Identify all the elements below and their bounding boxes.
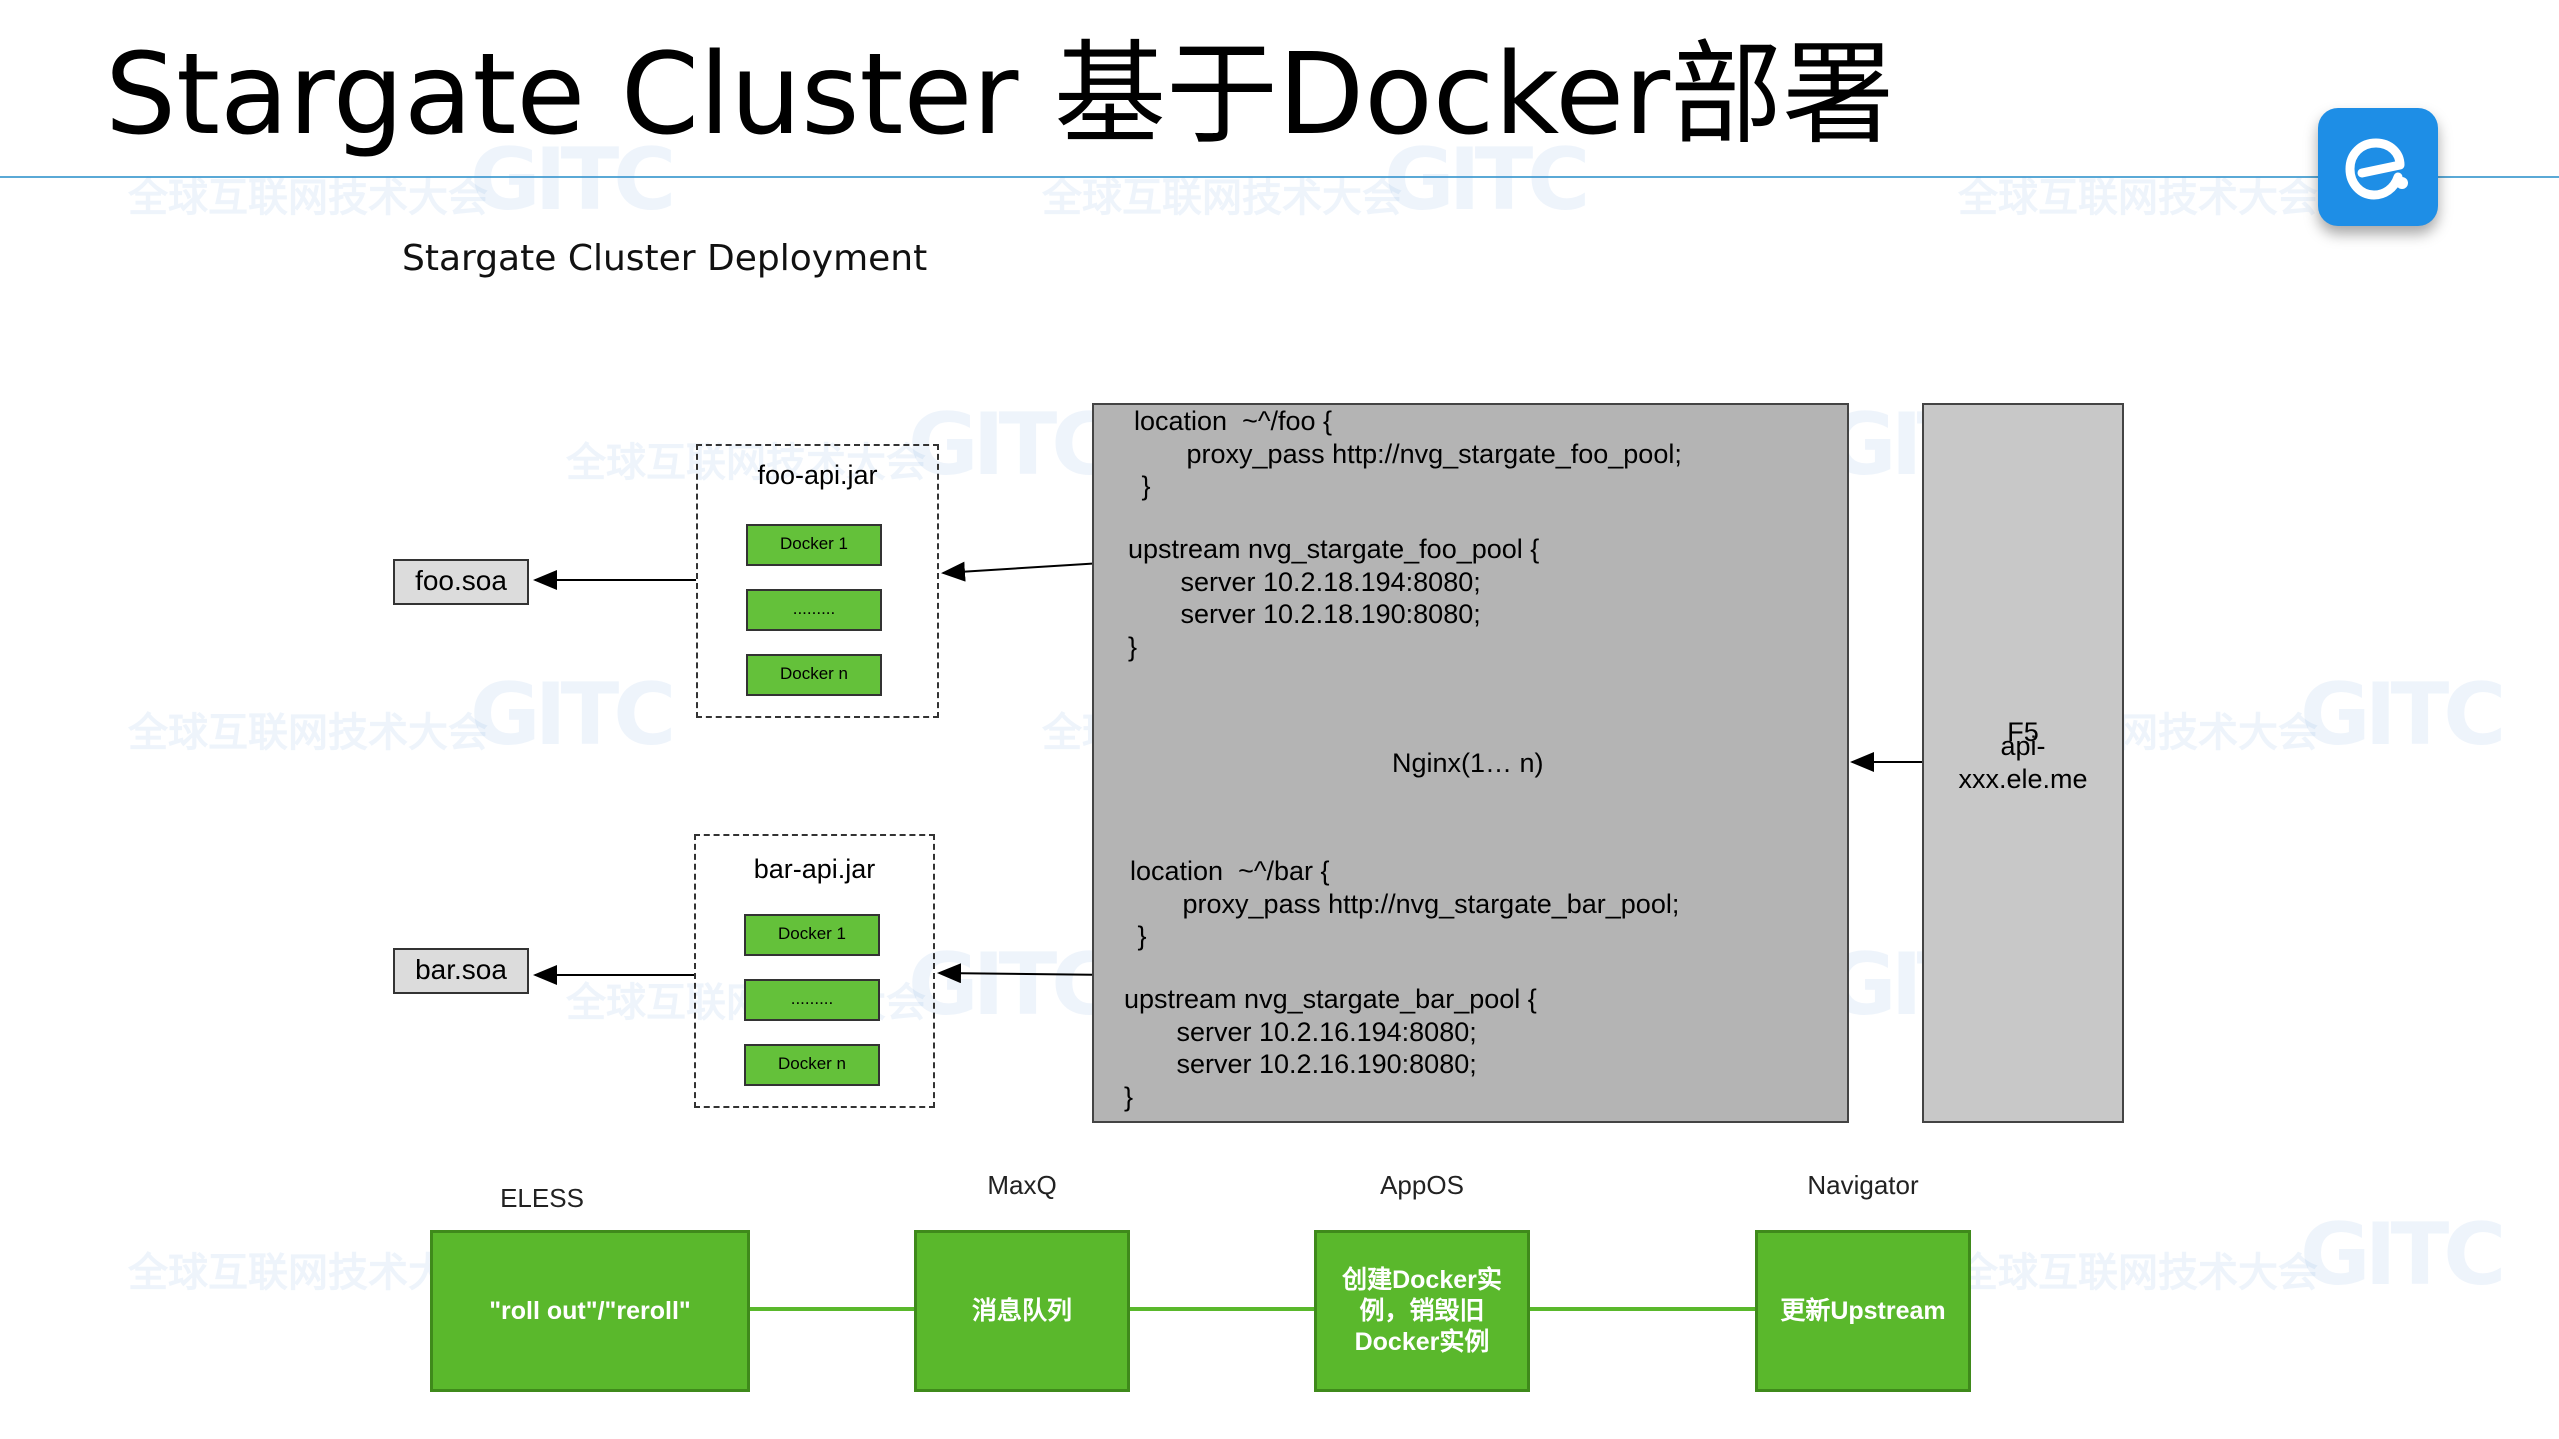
f5-label: F5: [2007, 717, 2039, 747]
pipeline-connector: [1128, 1307, 1316, 1311]
docker-instance: Docker 1: [746, 524, 882, 566]
pipeline-stage-system: MaxQ: [987, 1170, 1057, 1200]
f5-box: F5 api- xxx.ele.me: [1922, 403, 2124, 1123]
jar-container-bar: bar-api.jar Docker 1 ......... Docker n: [694, 834, 935, 1108]
arrow-nginx-to-foo-jar: [941, 561, 1119, 582]
docker-instance: Docker 1: [744, 914, 880, 956]
pipeline-connector: [1527, 1307, 1757, 1311]
pipeline-stage-system: Navigator: [1807, 1170, 1919, 1200]
ele-e-glyph-icon: [2345, 138, 2408, 200]
pipeline-stage-system: AppOS: [1380, 1170, 1464, 1200]
slide-title: Stargate Cluster 基于Docker部署: [105, 30, 1895, 160]
pipeline-stage-maxq: 消息队列: [914, 1230, 1130, 1392]
jar-container-foo: foo-api.jar Docker 1 ......... Docker n: [696, 444, 939, 718]
arrow-nginx-to-bar-jar: [937, 963, 1115, 984]
nginx-bar-upstream: upstream nvg_stargate_bar_pool { server …: [1124, 984, 1537, 1112]
ele-logo-icon: [2318, 108, 2438, 226]
pipeline-connector: [748, 1307, 916, 1311]
docker-instance: .........: [744, 979, 880, 1021]
nginx-foo-location: location ~^/foo { proxy_pass http://nvg_…: [1134, 406, 1682, 501]
jar-label: foo-api.jar: [757, 460, 878, 490]
jar-label: bar-api.jar: [753, 854, 876, 884]
nginx-foo-upstream: upstream nvg_stargate_foo_pool { server …: [1128, 534, 1540, 662]
soa-node-bar: bar.soa: [393, 948, 529, 994]
pipeline-stage-eless: "roll out"/"reroll": [430, 1230, 750, 1392]
title-divider: [0, 176, 2559, 178]
diagram-subtitle: Stargate Cluster Deployment: [402, 238, 928, 279]
docker-instance: Docker n: [746, 654, 882, 696]
soa-node-foo: foo.soa: [393, 559, 529, 605]
docker-instance: Docker n: [744, 1044, 880, 1086]
docker-instance: .........: [746, 589, 882, 631]
nginx-box: location ~^/foo { proxy_pass http://nvg_…: [1092, 403, 1849, 1123]
pipeline-stage-navigator: 更新Upstream: [1755, 1230, 1971, 1392]
pipeline-stage-system: ELESS: [500, 1183, 584, 1213]
nginx-label: Nginx(1… n): [1392, 748, 1544, 778]
f5-host: api- xxx.ele.me: [1958, 731, 2088, 794]
nginx-bar-location: location ~^/bar { proxy_pass http://nvg_…: [1130, 856, 1680, 951]
pipeline-stage-appos: 创建Docker实例，销毁旧Docker实例: [1314, 1230, 1530, 1392]
